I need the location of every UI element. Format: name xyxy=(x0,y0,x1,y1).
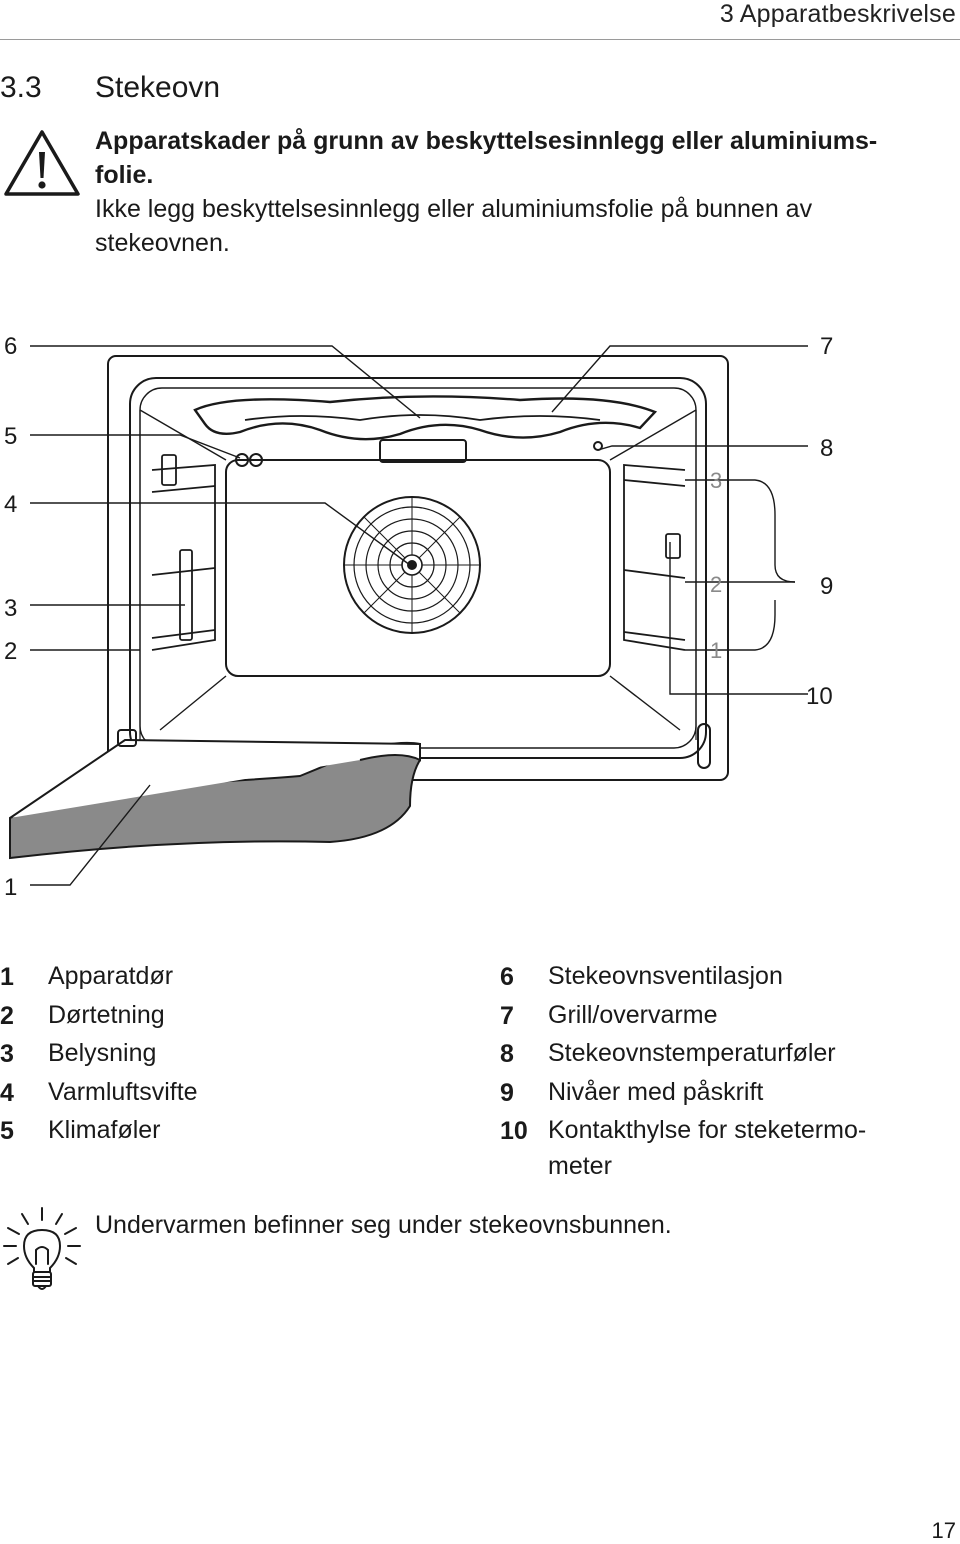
legend-text: Dørtetning xyxy=(48,1000,165,1029)
legend-number: 10 xyxy=(500,1117,528,1146)
legend-text: Grill/overvarme xyxy=(548,1000,718,1029)
legend-text: Kontakthylse for steketermo- meter xyxy=(548,1116,867,1181)
legend-item: 2 Dørtetning xyxy=(0,997,480,1036)
callout-3: 3 xyxy=(4,595,17,622)
warning-text: Apparatskader på grunn av beskyttelsesin… xyxy=(95,124,955,260)
oven-door xyxy=(9,741,421,860)
legend-text: Nivåer med påskrift xyxy=(548,1077,764,1106)
tip-text: Undervarmen befinner seg under stekeovns… xyxy=(95,1211,672,1239)
callout-9: 9 xyxy=(820,573,833,600)
header-rule xyxy=(0,39,960,40)
legend-item: 7 Grill/overvarme xyxy=(500,997,960,1036)
legend-number: 2 xyxy=(0,1001,14,1030)
right-shelf-rails xyxy=(623,464,686,651)
page-number: 17 xyxy=(931,1518,956,1543)
warning-triangle-icon xyxy=(4,130,80,196)
warning-normal-line: Ikke legg beskyttelsesinnlegg eller alum… xyxy=(95,195,813,223)
callout-2: 2 xyxy=(4,638,17,665)
legend-number: 7 xyxy=(500,1001,514,1030)
oven-cavity-outer xyxy=(129,377,707,759)
legend-number: 6 xyxy=(500,963,514,991)
legend-number: 9 xyxy=(500,1078,514,1107)
left-shelf-rails xyxy=(151,454,216,651)
callout-1: 1 xyxy=(4,874,17,901)
oven-frame xyxy=(107,355,729,781)
legend-item: 10 Kontakthylse for steketermo- meter xyxy=(500,1112,960,1184)
lamp-cover-top xyxy=(379,439,467,463)
legend-number: 3 xyxy=(0,1040,14,1069)
legend-right: 6 Stekeovnsventilasjon 7 Grill/overvarme 8… xyxy=(500,958,960,1184)
running-header: 3 Apparatbeskrivelse xyxy=(719,0,956,28)
legend-number: 1 xyxy=(0,963,14,991)
warning-normal-line: stekeovnen. xyxy=(95,229,230,257)
lightbulb-icon xyxy=(3,1207,81,1290)
legend-number: 4 xyxy=(0,1078,14,1107)
legend-text: Stekeovnstemperaturføler xyxy=(548,1039,836,1068)
legend-text: Stekeovnsventilasjon xyxy=(548,962,783,990)
legend-number: 8 xyxy=(500,1040,514,1069)
legend-number: 5 xyxy=(0,1117,14,1146)
door-hinge xyxy=(117,729,137,747)
legend-item: 6 Stekeovnsventilasjon xyxy=(500,958,960,997)
warning-bold-line: Apparatskader på grunn av beskyttelsesin… xyxy=(95,127,878,155)
legend-text: Klimaføler xyxy=(48,1116,161,1145)
shelf-level-3: 3 xyxy=(710,468,722,493)
legend-item: 4 Varmluftsvifte xyxy=(0,1074,480,1113)
legend-item: 9 Nivåer med påskrift xyxy=(500,1074,960,1113)
legend-item: 8 Stekeovnstemperaturføler xyxy=(500,1035,960,1074)
callout-5: 5 xyxy=(4,423,17,450)
legend-item: 5 Klimaføler xyxy=(0,1112,480,1151)
callout-7: 7 xyxy=(820,333,833,360)
callout-8: 8 xyxy=(820,435,833,462)
section-title: Stekeovn xyxy=(95,71,221,104)
back-wall-panel xyxy=(225,459,611,677)
convection-fan-grille xyxy=(343,496,481,634)
legend-text: Belysning xyxy=(48,1039,157,1068)
door-seal-lines xyxy=(139,410,697,740)
legend-item: 1 Apparatdør xyxy=(0,958,480,997)
shelf-level-1: 1 xyxy=(710,638,722,663)
thermometer-socket xyxy=(697,723,711,769)
legend-left: 1 Apparatdør 2 Dørtetning 3 Belysning 4 Varm… xyxy=(0,958,480,1151)
grill-element xyxy=(193,395,658,441)
legend-item: 3 Belysning xyxy=(0,1035,480,1074)
callout-10: 10 xyxy=(806,683,833,710)
warning-bold-line: folie. xyxy=(95,161,154,189)
legend-text: Apparatdør xyxy=(48,962,174,990)
legend-text: Varmluftsvifte xyxy=(48,1077,198,1106)
callout-6: 6 xyxy=(4,333,17,360)
oven-cavity-inner xyxy=(139,387,697,749)
climate-sensor xyxy=(235,453,249,467)
callout-4: 4 xyxy=(4,491,17,518)
shelf-level-2: 2 xyxy=(710,572,722,597)
section-number: 3.3 xyxy=(0,71,42,104)
oven-diagram: 6 5 4 3 2 1 7 8 9 10 3 2 1 xyxy=(4,333,833,901)
